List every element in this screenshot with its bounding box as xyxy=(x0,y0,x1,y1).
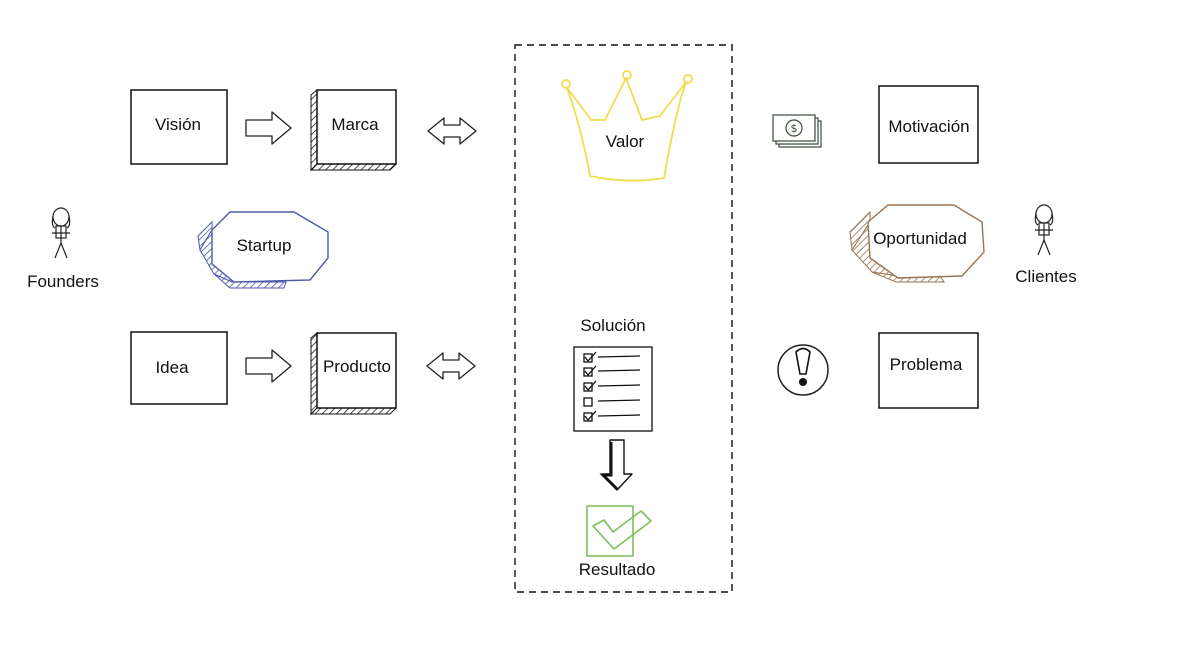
producto-label: Producto xyxy=(323,357,391,376)
double-arrow-icon xyxy=(426,352,476,380)
exclamation-icon xyxy=(777,344,829,396)
motivacion-label: Motivación xyxy=(888,117,969,136)
money-icon: $ xyxy=(772,114,822,148)
svg-text:$: $ xyxy=(791,122,798,135)
marca-label: Marca xyxy=(331,115,379,134)
clientes-label: Clientes xyxy=(1015,267,1076,286)
clientes-person-icon xyxy=(1034,204,1054,256)
problema-label: Problema xyxy=(890,355,963,374)
solucion-label: Solución xyxy=(580,316,645,335)
down-arrow-icon xyxy=(599,439,633,491)
founders-label: Founders xyxy=(27,272,99,291)
startup-octagon: Startup xyxy=(197,211,329,289)
idea-label: Idea xyxy=(155,358,189,377)
oportunidad-octagon: Oportunidad xyxy=(849,204,985,283)
producto-box: Producto xyxy=(309,331,398,416)
motivacion-box: Motivación xyxy=(878,85,979,164)
idea-box: Idea xyxy=(130,331,228,405)
vision-box: Visión xyxy=(130,89,228,165)
valor-label: Valor xyxy=(606,132,645,151)
vision-label: Visión xyxy=(155,115,201,134)
checklist-icon xyxy=(573,346,653,432)
right-arrow-icon xyxy=(245,111,292,145)
value-container-dashed xyxy=(514,44,733,593)
problema-box: Problema xyxy=(878,332,979,409)
startup-label: Startup xyxy=(237,236,292,255)
double-arrow-icon xyxy=(427,117,477,145)
right-arrow-icon xyxy=(245,349,292,383)
checkmark-icon xyxy=(586,505,652,557)
crown-icon xyxy=(561,70,693,182)
marca-box: Marca xyxy=(309,88,398,172)
resultado-label: Resultado xyxy=(579,560,656,579)
founders-person-icon xyxy=(51,207,71,259)
oportunidad-label: Oportunidad xyxy=(873,229,967,248)
